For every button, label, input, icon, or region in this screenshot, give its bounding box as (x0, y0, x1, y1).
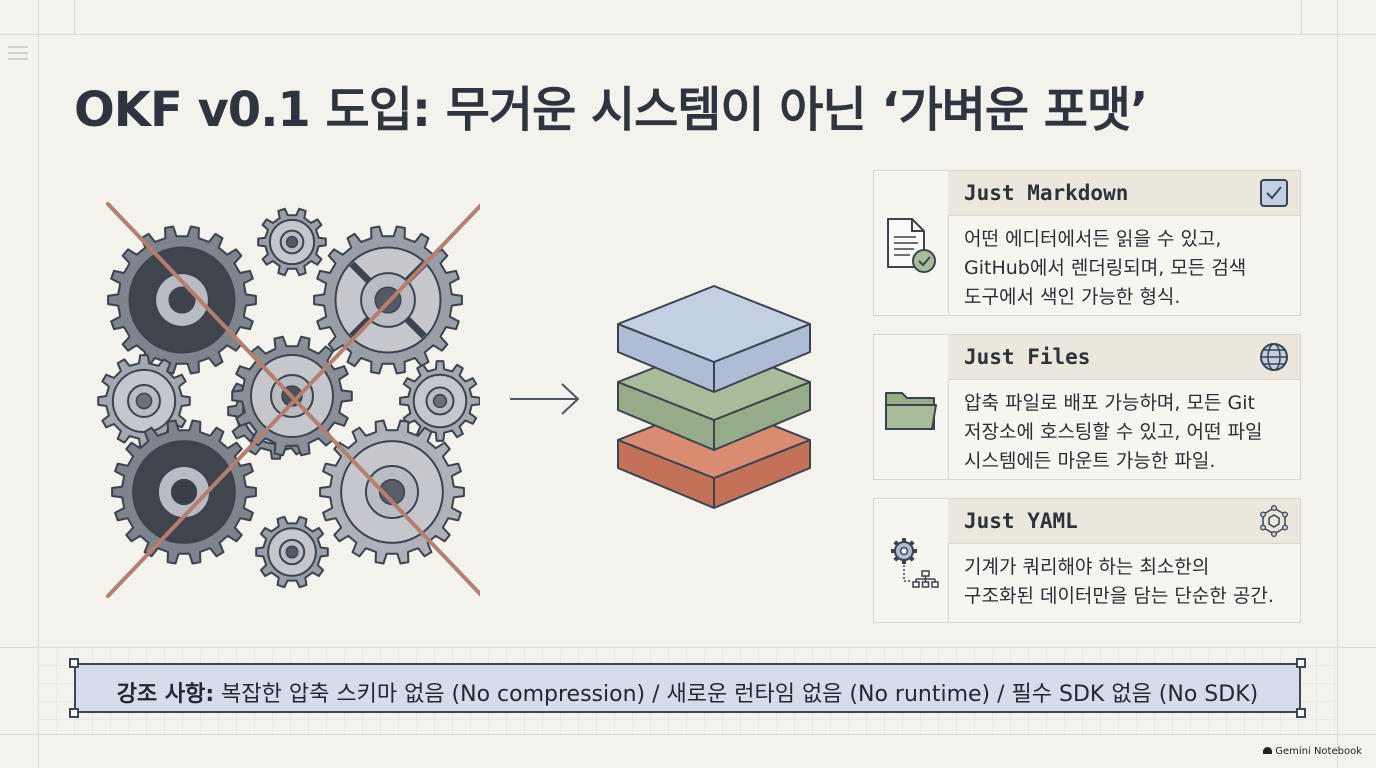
grid-line (0, 734, 1376, 735)
gear-hierarchy-icon (891, 538, 939, 588)
card-text-line: 도구에서 색인 가능한 형식. (964, 286, 1181, 308)
grid-line (74, 0, 75, 34)
card-header: Just YAML (948, 499, 1300, 544)
folder-icon (885, 392, 937, 430)
card-icon-column (874, 335, 949, 479)
card-icon-column (874, 171, 949, 315)
card-header: Just Files (948, 335, 1300, 380)
card-header: Just Markdown (948, 171, 1300, 216)
crossed-gears-illustration (97, 202, 480, 598)
card-text-line: 구조화된 데이터만을 담는 단순한 공간. (964, 585, 1274, 607)
stacked-layers-illustration (617, 285, 811, 509)
document-check-icon (887, 218, 936, 273)
card-text-line: 기계가 쿼리해야 하는 최소한의 (964, 556, 1210, 578)
gear-icon (319, 419, 465, 565)
grid-line (1301, 0, 1302, 34)
resize-handle (69, 658, 79, 668)
emphasis-banner: 강조 사항: 복잡한 압축 스키마 없음 (No compression) / … (74, 663, 1301, 713)
cross-line (106, 203, 480, 598)
gear-icon (111, 419, 257, 565)
gear-icon (255, 515, 329, 589)
gear-icon (257, 207, 327, 277)
card-text-line: 어떤 에디터에서든 읽을 수 있고, (964, 228, 1222, 250)
menu-icon[interactable] (6, 44, 30, 62)
grid-line (1337, 0, 1338, 768)
layer-top (617, 285, 811, 393)
grid-line (0, 34, 1376, 35)
network-hexagon-icon (1259, 505, 1289, 537)
card-description: 압축 파일로 배포 가능하며, 모든 Git 저장소에 호스팅할 수 있고, 어… (964, 389, 1290, 476)
checkbox-icon (1260, 179, 1288, 207)
card-description: 기계가 쿼리해야 하는 최소한의 구조화된 데이터만을 담는 단순한 공간. (964, 553, 1290, 611)
gear-icon (107, 225, 257, 375)
resize-handle (69, 708, 79, 718)
footer-brand: Gemini Notebook (1263, 746, 1362, 757)
card-heading: Just Files (964, 345, 1091, 369)
footer-text: Gemini Notebook (1275, 746, 1362, 757)
gear-icon (399, 360, 480, 442)
card-text-line: 시스템에든 마운트 가능한 파일. (964, 450, 1216, 472)
card-text-line: GitHub에서 렌더링되며, 모든 검색 (964, 257, 1247, 279)
gemini-logo-icon (1263, 747, 1273, 754)
card-just-markdown: Just Markdown 어떤 에디터에서든 읽을 수 있고, GitHub에… (873, 170, 1301, 316)
card-heading: Just YAML (964, 509, 1078, 533)
card-icon-column (874, 499, 949, 622)
arrow-right-icon (510, 383, 580, 415)
card-just-files: Just Files 압축 파일로 배포 가능하며, 모든 Git 저장소에 호… (873, 334, 1301, 480)
banner-content: 복잡한 압축 스키마 없음 (No compression) / 새로운 런타임… (214, 682, 1259, 707)
page-title: OKF v0.1 도입: 무거운 시스템이 아닌 ‘가벼운 포맷’ (74, 82, 1148, 138)
grid-line (38, 0, 39, 768)
resize-handle (1296, 708, 1306, 718)
banner-text: 강조 사항: 복잡한 압축 스키마 없음 (No compression) / … (76, 676, 1299, 708)
card-text-line: 압축 파일로 배포 가능하며, 모든 Git (964, 392, 1255, 414)
globe-icon (1260, 343, 1288, 371)
card-just-yaml: Just YAML 기계가 쿼리해야 하는 최소한의 구조화된 데이터만을 담는… (873, 498, 1301, 623)
card-heading: Just Markdown (964, 181, 1129, 205)
card-description: 어떤 에디터에서든 읽을 수 있고, GitHub에서 렌더링되며, 모든 검색… (964, 225, 1290, 312)
resize-handle (1296, 658, 1306, 668)
banner-label: 강조 사항: (116, 682, 215, 707)
card-text-line: 저장소에 호스팅할 수 있고, 어떤 파일 (964, 421, 1263, 443)
